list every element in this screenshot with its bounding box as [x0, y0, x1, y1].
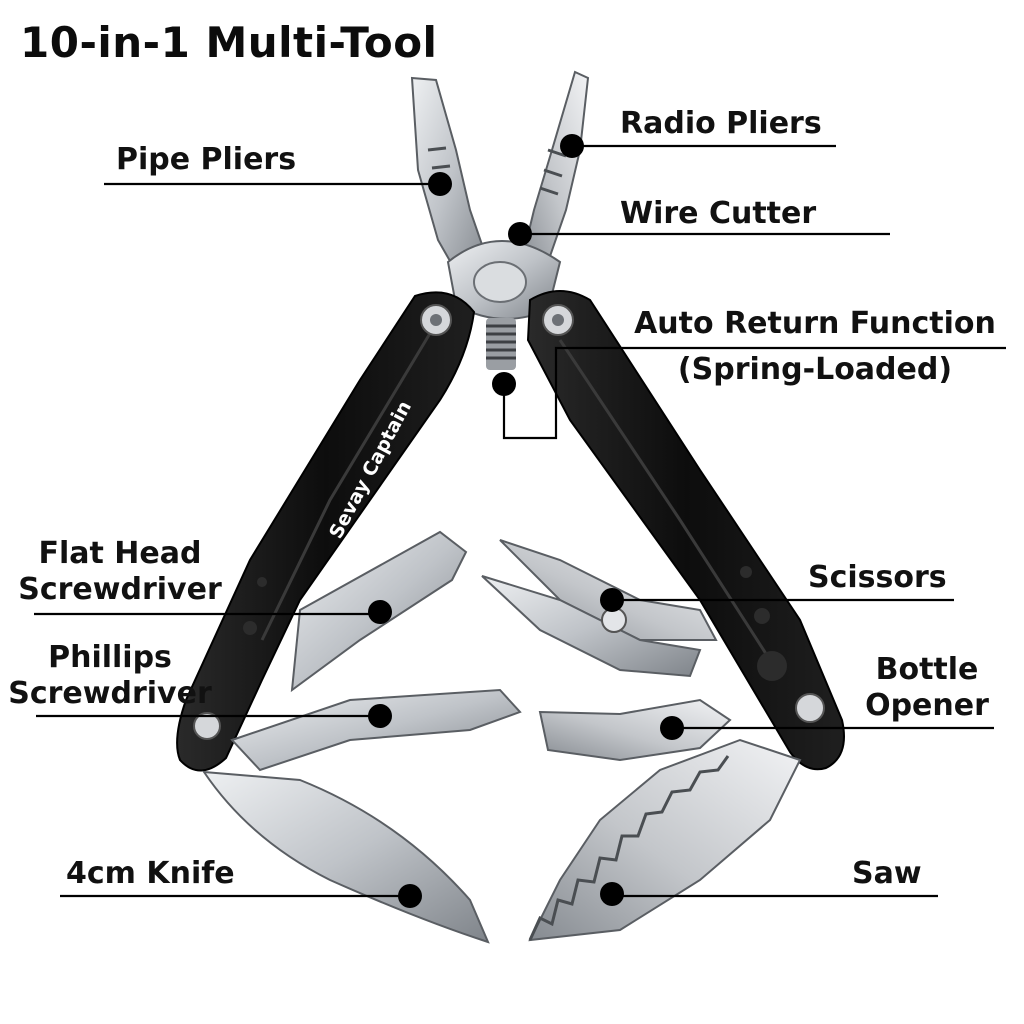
label-auto-return: Auto Return Function (Spring-Loaded) — [620, 306, 1010, 388]
label-pipe-pliers: Pipe Pliers — [116, 142, 297, 177]
label-flat-head-line2: Screwdriver — [18, 572, 222, 607]
label-bottle-opener: Bottle Opener — [862, 652, 992, 724]
left-handle — [176, 291, 476, 772]
label-auto-return-line2: (Spring-Loaded) — [677, 352, 953, 387]
bottle-opener — [538, 698, 732, 762]
page-title: 10-in-1 Multi-Tool — [20, 18, 438, 67]
knife-blade — [202, 770, 490, 944]
callout-dots — [368, 134, 684, 908]
label-radio-pliers: Radio Pliers — [620, 106, 822, 141]
phillips-screwdriver-blade — [230, 688, 522, 772]
label-flat-head-line1: Flat Head — [38, 536, 202, 571]
label-phillips-screwdriver: Phillips Screwdriver — [8, 640, 212, 712]
label-phillips-line2: Screwdriver — [8, 676, 212, 711]
label-phillips-line1: Phillips — [48, 640, 172, 675]
label-wire-cutter: Wire Cutter — [620, 196, 817, 231]
saw-blade — [528, 738, 802, 942]
leader-lines — [34, 144, 1006, 898]
label-bottle-line2: Opener — [865, 688, 989, 723]
label-scissors: Scissors — [808, 560, 947, 595]
label-knife: 4cm Knife — [66, 856, 235, 891]
label-bottle-line1: Bottle — [875, 652, 979, 687]
label-auto-return-line1: Auto Return Function — [634, 306, 996, 341]
label-flat-head-screwdriver: Flat Head Screwdriver — [18, 536, 222, 608]
spring — [486, 318, 516, 370]
label-saw: Saw — [852, 856, 922, 891]
